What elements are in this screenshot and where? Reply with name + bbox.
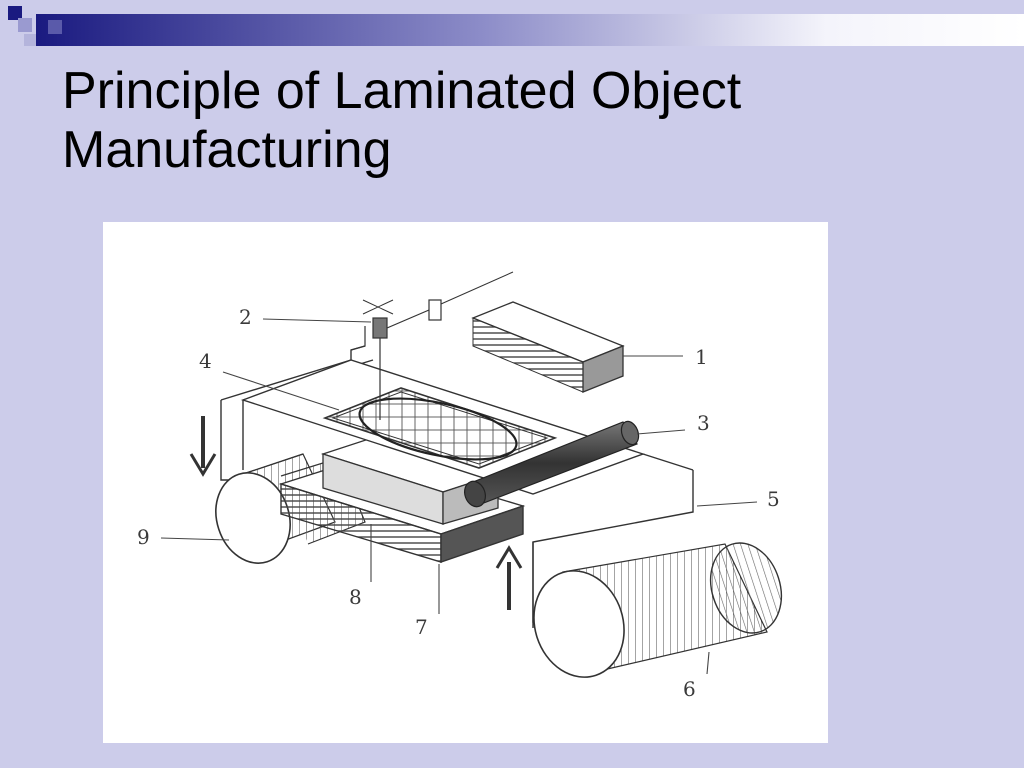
header-square-light bbox=[18, 18, 32, 32]
callout-7: 7 bbox=[415, 615, 428, 639]
laser-unit bbox=[471, 301, 625, 393]
callout-5: 5 bbox=[767, 487, 780, 511]
header-square-small bbox=[24, 34, 36, 46]
header-decoration bbox=[8, 6, 1024, 46]
header-square-dark bbox=[8, 6, 22, 20]
callout-3: 3 bbox=[697, 411, 710, 435]
down-arrow bbox=[189, 416, 217, 477]
callout-6: 6 bbox=[683, 677, 696, 701]
optics-unit bbox=[350, 271, 514, 420]
lom-diagram-panel: 1 2 3 4 5 6 7 8 9 bbox=[103, 222, 828, 743]
supply-roll bbox=[533, 542, 783, 678]
callout-leaders bbox=[160, 318, 758, 675]
header-gradient-bar bbox=[36, 14, 1024, 46]
callout-9: 9 bbox=[137, 525, 150, 549]
header-square-mid bbox=[48, 20, 62, 34]
callout-1: 1 bbox=[695, 345, 708, 369]
callout-8: 8 bbox=[349, 585, 362, 609]
callout-4: 4 bbox=[199, 349, 212, 373]
slide-title: Principle of Laminated Object Manufactur… bbox=[62, 62, 962, 181]
up-arrow bbox=[495, 545, 523, 610]
title-line-2: Manufacturing bbox=[62, 121, 392, 180]
lom-diagram: 1 2 3 4 5 6 7 8 9 bbox=[137, 271, 783, 701]
callout-2: 2 bbox=[239, 305, 252, 329]
title-line-1: Principle of Laminated Object bbox=[62, 62, 742, 120]
heated-roller bbox=[464, 420, 640, 508]
